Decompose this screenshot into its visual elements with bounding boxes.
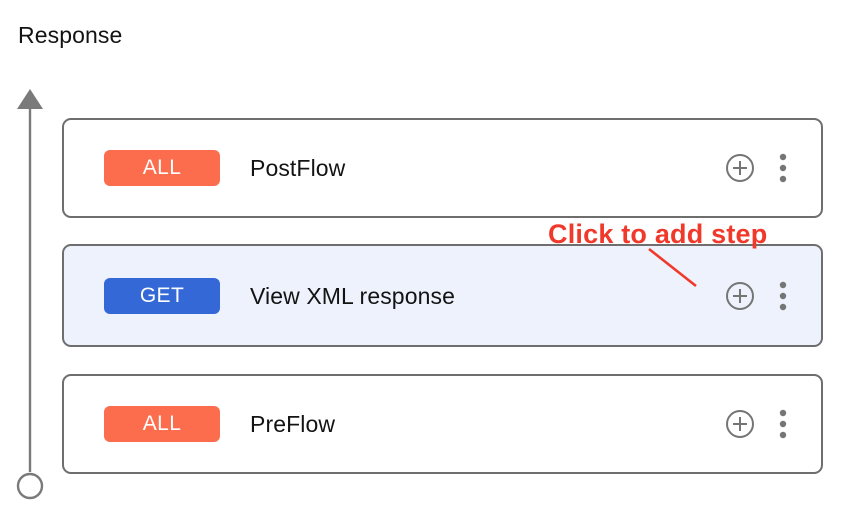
- flow-step-row[interactable]: ALL PreFlow: [62, 374, 823, 474]
- flow-direction-axis: [8, 85, 54, 500]
- flow-axis-arrow-icon: [16, 89, 44, 500]
- row-actions: [725, 409, 787, 439]
- kebab-menu-icon[interactable]: [779, 409, 787, 439]
- plus-circle-icon[interactable]: [725, 153, 755, 183]
- row-actions: [725, 153, 787, 183]
- method-badge: ALL: [104, 406, 220, 442]
- page-title: Response: [18, 22, 123, 48]
- flow-step-label: PostFlow: [250, 155, 346, 181]
- method-badge: GET: [104, 277, 220, 314]
- plus-circle-icon[interactable]: [725, 281, 755, 311]
- plus-circle-icon[interactable]: [725, 409, 755, 439]
- method-badge: ALL: [104, 150, 220, 186]
- flow-step-list: ALL PostFlow GET View XML response: [62, 118, 823, 474]
- flow-step-label: PreFlow: [250, 411, 336, 437]
- kebab-menu-icon[interactable]: [779, 153, 787, 183]
- flow-step-label: View XML response: [250, 282, 455, 309]
- flow-step-row[interactable]: ALL PostFlow: [62, 118, 823, 218]
- kebab-menu-icon[interactable]: [779, 281, 787, 311]
- flow-step-row-selected[interactable]: GET View XML response: [62, 244, 823, 347]
- row-actions: [725, 281, 787, 311]
